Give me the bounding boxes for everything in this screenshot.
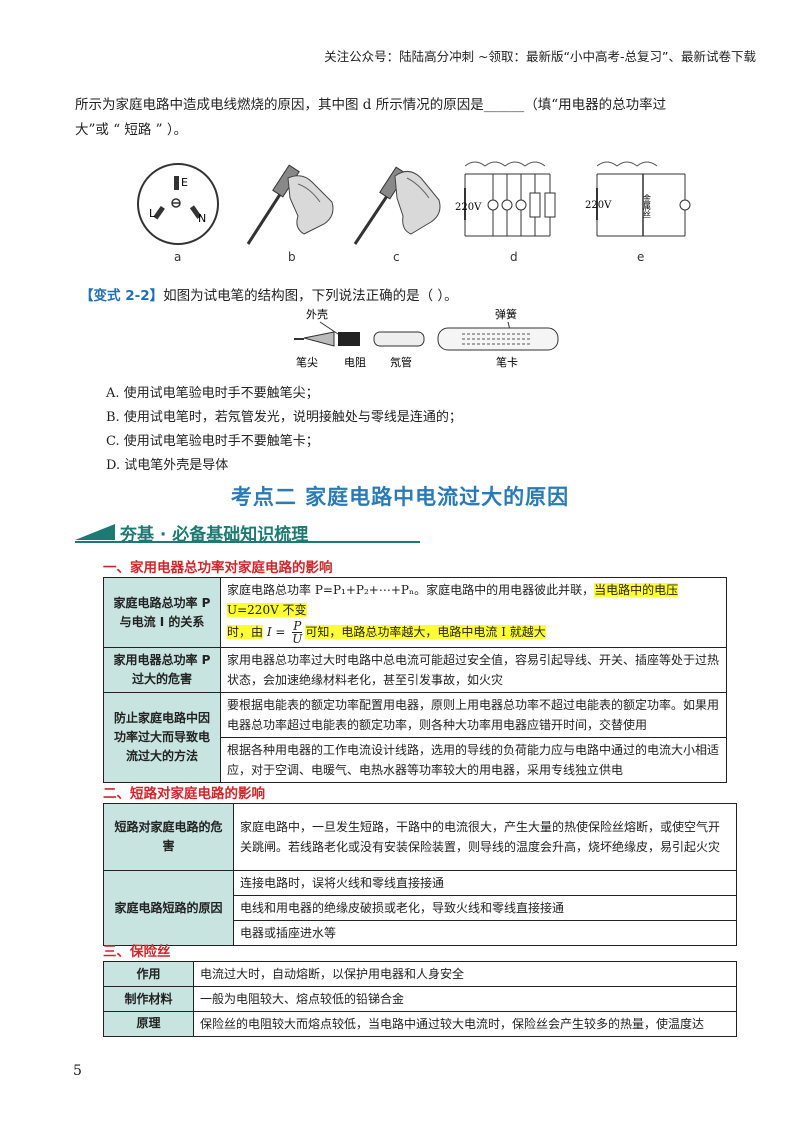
pen-clip-label: 笔卡 [496, 355, 518, 369]
socket-figure: E L N [137, 163, 219, 245]
variant-tag: 【变式 2-2】 [80, 288, 164, 304]
sec3-r1-head: 作用 [103, 961, 194, 987]
table-row: 制作材料 一般为电阻较大、熔点较低的铅锑合金 [103, 986, 737, 1012]
sec1-title: 一、家用电器总功率对家庭电路的影响 [103, 560, 333, 576]
sec3-table: 作用 电流过大时，自动熔断，以保护用电器和人身安全 制作材料 一般为电阻较大、熔… [103, 961, 737, 1037]
table-row: 原理 保险丝的电阻较大而熔点较低，当电路中通过较大电流时，保险丝会产生较多的热量… [103, 1011, 737, 1037]
sec3-r3-text: 保险丝的电阻较大而熔点较低，当电路中通过较大电流时，保险丝会产生较多的热量，使温… [193, 1011, 737, 1037]
sec1-r1-head: 家庭电路总功率 P 与电流 I 的关系 [103, 577, 221, 648]
pen-neon-label: 氖管 [390, 355, 412, 369]
pen-tip-label: 笔尖 [296, 355, 318, 369]
table-row: 家庭电路总功率 P 与电流 I 的关系 家庭电路总功率 P=P₁+P₂+⋯+Pₙ… [103, 577, 727, 648]
option-c: C. 使用试电笔验电时手不要触笔卡； [106, 434, 319, 449]
sec2-table: 短路对家庭电路的危害 家庭电路中，一旦发生短路，干路中的电流很大，产生大量的热使… [103, 803, 737, 946]
page-header: 关注公众号：陆陆高分冲刺 ~领取：最新版“小中高考-总复习”、最新试卷下载 [324, 49, 756, 64]
test-pen-figure: 外壳 弹簧 笔尖 电阻 氖管 笔卡 [294, 307, 559, 369]
table-row: 防止家庭电路中因功率过大而导致电流过大的方法 要根据电能表的额定功率配置用电器，… [103, 692, 727, 783]
sec1-r3-head: 防止家庭电路中因功率过大而导致电流过大的方法 [103, 692, 221, 783]
section-bar-title: 夯基 · 必备基础知识梳理 [120, 525, 309, 545]
pen-shell-label: 外壳 [306, 307, 328, 321]
sec3-r3-head: 原理 [103, 1011, 194, 1037]
figure-label-e: e [637, 250, 645, 264]
sec2-r2-item-2: 电线和用电器的绝缘皮破损或老化，导致火线和零线直接接通 [233, 895, 737, 921]
kaodian-title: 考点二 家庭电路中电流过大的原因 [230, 485, 570, 509]
sec1-r1-hl-c: 可知，电路总功率越大，电路中电流 I 就越大 [305, 625, 546, 639]
sec3-r1-text: 电流过大时，自动熔断，以保护用电器和人身安全 [193, 961, 737, 987]
figure-label-b: b [288, 250, 296, 264]
sec2-title: 二、短路对家庭电路的影响 [103, 786, 265, 802]
table-row: 电器或插座进水等 [104, 920, 737, 946]
socket-l-label: L [149, 207, 156, 220]
sec2-r1-text: 家庭电路中，一旦发生短路，干路中的电流很大，产生大量的热使保险丝熔断，或使空气开… [233, 803, 737, 871]
formula-num: P [292, 619, 303, 633]
sec2-r1-head: 短路对家庭电路的危害 [103, 803, 234, 871]
sec2-r2-item-3: 电器或插座进水等 [233, 920, 737, 946]
option-b: B. 使用试电笔时，若氖管发光，说明接触处与零线是连通的； [106, 410, 462, 425]
table-row: 作用 电流过大时，自动熔断，以保护用电器和人身安全 [103, 961, 737, 987]
sec1-r3-text-a: 要根据电能表的额定功率配置用电器，原则上用电器总功率不超过电能表的额定功率。如果… [220, 692, 727, 738]
table-row: 根据各种用电器的工作电流设计线路，选用的导线的负荷能力应与电路中通过的电流大小相… [104, 737, 727, 783]
sec1-r1-hl-b: 时，由 [227, 625, 264, 639]
figure-label-a: a [174, 250, 182, 264]
intro-line-2: 大”或 “ 短路 ” ）。 [75, 122, 188, 138]
sec1-r1-text-a: 家庭电路总功率 P=P₁+P₂+⋯+Pₙ。家庭电路中的用电器彼此并联， [227, 583, 595, 597]
voltage-e-label: 220V [585, 200, 612, 211]
voltage-d-label: 220V [455, 202, 482, 213]
variant-text: 如图为试电笔的结构图，下列说法正确的是（ ）。 [163, 288, 458, 304]
section-bar: 夯基 · 必备基础知识梳理 [75, 521, 715, 545]
page-number: 5 [73, 1063, 82, 1079]
table-row: 电线和用电器的绝缘皮破损或老化，导致火线和零线直接接通 [104, 895, 737, 921]
tester-hand-c-figure [353, 166, 441, 245]
sec3-title: 三、保险丝 [103, 944, 171, 960]
sec1-r2-text: 家用电器总功率过大时电路中总电流可能超过安全值，容易引起导线、开关、插座等处于过… [220, 647, 727, 693]
circuit-e-figure: 220V 金属丝 [585, 161, 691, 237]
figure-label-c: c [393, 250, 400, 264]
sec1-r1-cell: 家庭电路总功率 P=P₁+P₂+⋯+Pₙ。家庭电路中的用电器彼此并联，当电路中的… [220, 577, 727, 648]
intro-line-1: 所示为家庭电路中造成电线燃烧的原因，其中图 d 所示情况的原因是______（填… [75, 97, 667, 113]
formula-eq: = [271, 625, 290, 639]
figure-row: E L N 220V 220V 金属丝 [130, 158, 710, 268]
table-row: 家庭电路短路的原因 连接电路时，误将火线和零线直接接通 [103, 870, 737, 946]
option-a: A. 使用试电笔验电时手不要触笔尖； [106, 386, 319, 401]
table-row: 家用电器总功率 P 过大的危害 家用电器总功率过大时电路中总电流可能超过安全值，… [103, 647, 727, 693]
option-d: D. 试电笔外壳是导体 [106, 458, 229, 473]
socket-e-label: E [181, 176, 188, 189]
pen-resistor-label: 电阻 [344, 356, 366, 369]
sec3-r2-head: 制作材料 [103, 986, 194, 1012]
sec2-r2-head: 家庭电路短路的原因 [103, 870, 234, 946]
variant-question: 【变式 2-2】如图为试电笔的结构图，下列说法正确的是（ ）。 [80, 284, 458, 304]
formula-den: U [292, 632, 303, 646]
socket-n-label: N [198, 212, 206, 225]
circuit-d-figure: 220V [455, 161, 556, 237]
sec1-r3-text-b: 根据各种用电器的工作电流设计线路，选用的导线的负荷能力应与电路中通过的电流大小相… [220, 737, 727, 783]
wire-label: 金属丝 [643, 193, 652, 218]
sec2-r2-item-1: 连接电路时，误将火线和零线直接接通 [233, 870, 737, 896]
tester-hand-b-figure [246, 164, 334, 245]
formula-i: I [266, 625, 272, 639]
sec1-table: 家庭电路总功率 P 与电流 I 的关系 家庭电路总功率 P=P₁+P₂+⋯+Pₙ… [103, 577, 727, 783]
sec1-r2-head: 家用电器总功率 P 过大的危害 [103, 647, 221, 693]
table-row: 短路对家庭电路的危害 家庭电路中，一旦发生短路，干路中的电流很大，产生大量的热使… [103, 803, 737, 871]
figure-label-d: d [510, 250, 518, 264]
pen-spring-label: 弹簧 [495, 307, 517, 321]
sec3-r2-text: 一般为电阻较大、熔点较低的铅锑合金 [193, 986, 737, 1012]
